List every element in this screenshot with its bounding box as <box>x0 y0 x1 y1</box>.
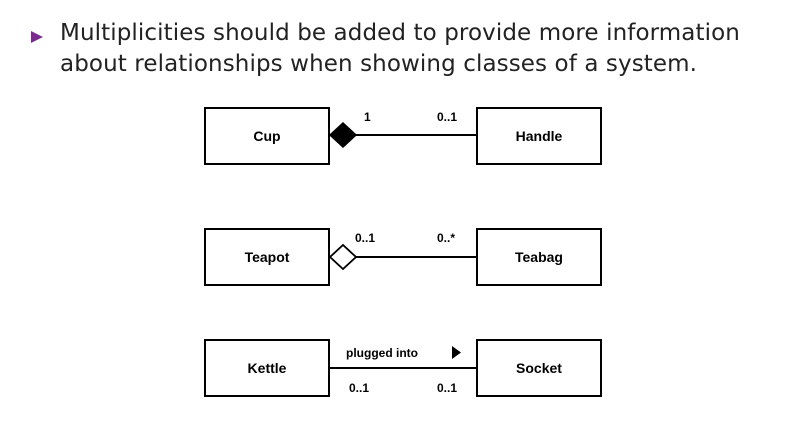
association-label: plugged into <box>346 346 418 360</box>
hollow-diamond-icon <box>328 243 358 271</box>
class-name-teabag: Teabag <box>515 249 563 265</box>
relationship-aggregation: Teapot Teabag 0..1 0..* <box>204 228 602 286</box>
class-box-socket <box>476 339 602 397</box>
bullet-text-line-1: Multiplicities should be added to provid… <box>60 20 740 46</box>
class-name-kettle: Kettle <box>248 360 287 376</box>
multiplicity-right: 0..1 <box>437 110 457 124</box>
direction-arrow-icon <box>452 346 461 359</box>
class-box-handle <box>476 107 602 165</box>
filled-diamond-icon <box>328 121 358 149</box>
multiplicity-right: 0..* <box>437 231 455 245</box>
multiplicity-left: 0..1 <box>349 381 369 395</box>
relationship-association: Kettle Socket plugged into 0..1 0..1 <box>204 339 602 397</box>
multiplicity-right: 0..1 <box>437 381 457 395</box>
relationship-composition: Cup Handle 1 0..1 <box>204 107 602 165</box>
class-box-teabag <box>476 228 602 286</box>
class-box-kettle <box>204 339 330 397</box>
bullet-text: Multiplicities should be added to provid… <box>60 18 740 80</box>
multiplicity-left: 0..1 <box>355 231 375 245</box>
multiplicity-left: 1 <box>364 110 371 124</box>
triangle-right-icon <box>31 31 43 43</box>
class-box-teapot <box>204 228 330 286</box>
class-name-teapot: Teapot <box>245 249 290 265</box>
class-box-cup <box>204 107 330 165</box>
bullet-text-line-2: about relationships when showing classes… <box>60 51 698 77</box>
bullet-point: Multiplicities should be added to provid… <box>30 18 790 80</box>
class-name-socket: Socket <box>516 360 562 376</box>
class-name-handle: Handle <box>516 128 563 144</box>
class-name-cup: Cup <box>253 128 280 144</box>
